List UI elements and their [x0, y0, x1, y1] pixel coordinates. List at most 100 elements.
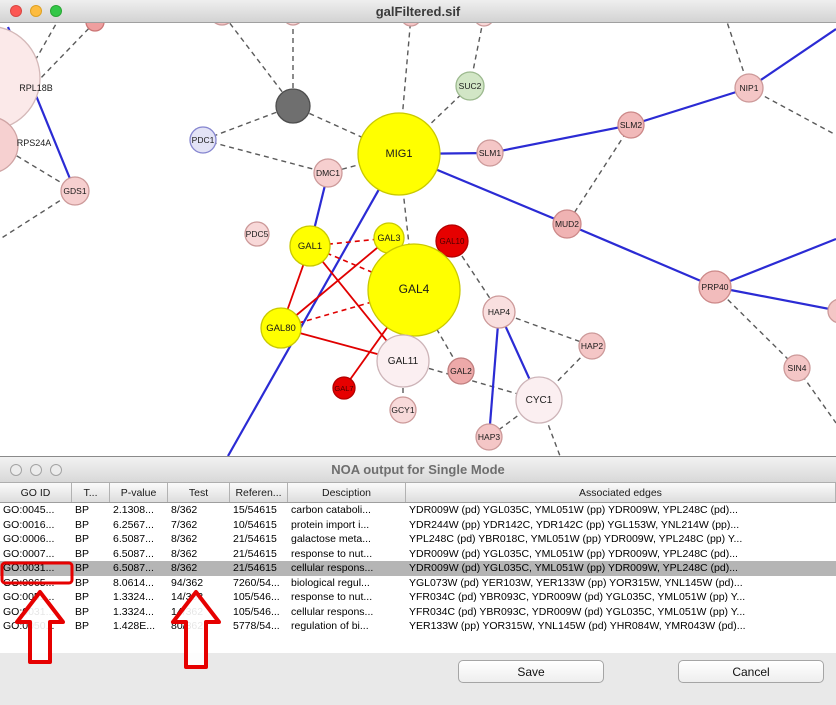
- network-edge: [714, 237, 836, 289]
- cell: cellular respons...: [291, 605, 374, 618]
- node-label: HAP3: [478, 432, 500, 442]
- node-label: GAL1: [298, 241, 322, 252]
- network-node-gal11[interactable]: GAL11: [376, 334, 430, 388]
- cell: YDR244W (pp) YDR142C, YDR142C (pp) YGL15…: [409, 518, 740, 531]
- network-node-top5[interactable]: [474, 23, 494, 27]
- cell: GO:0007...: [3, 547, 55, 560]
- network-node-top1[interactable]: [85, 23, 105, 32]
- column-header-associated-edges[interactable]: Associated edges: [406, 483, 836, 502]
- network-node-top2[interactable]: [210, 23, 234, 26]
- cell: GO:0050...: [3, 620, 55, 633]
- network-node-gal10[interactable]: GAL10: [435, 224, 469, 258]
- network-node-rpl18b[interactable]: RPL18B: [0, 26, 53, 130]
- node-label: SIN4: [788, 363, 807, 373]
- zoom-button-inactive[interactable]: [50, 464, 62, 476]
- network-node-suc2[interactable]: SUC2: [455, 71, 485, 101]
- cell: response to nut...: [291, 591, 373, 604]
- close-button-inactive[interactable]: [10, 464, 22, 476]
- network-node-gcy1[interactable]: GCY1: [389, 396, 417, 424]
- network-node-right1[interactable]: [827, 298, 836, 324]
- cell: 14/362: [171, 591, 204, 604]
- cell: BP: [75, 605, 90, 618]
- cell: BP: [75, 518, 90, 531]
- network-node-hap2[interactable]: HAP2: [578, 332, 606, 360]
- cell: GO:0016...: [3, 518, 55, 531]
- network-edge: [0, 190, 76, 240]
- network-window-titlebar: galFiltered.sif: [0, 0, 836, 23]
- cell: 21/54615: [233, 533, 277, 546]
- network-node-nip1[interactable]: NIP1: [734, 73, 764, 103]
- network-node-gal2[interactable]: GAL2: [447, 357, 475, 385]
- button-bar: Save Cancel: [0, 653, 836, 705]
- network-edge: [489, 123, 632, 155]
- cancel-button[interactable]: Cancel: [678, 660, 824, 683]
- network-edge: [566, 222, 716, 289]
- column-header-t[interactable]: T...: [72, 483, 110, 502]
- minimize-button[interactable]: [30, 5, 42, 17]
- cell: YGL073W (pd) YER103W, YER133W (pp) YOR31…: [409, 576, 743, 589]
- network-node-prp40[interactable]: PRP40: [698, 270, 732, 304]
- network-node-mig1[interactable]: MIG1: [357, 112, 441, 196]
- node-label: GAL80: [266, 323, 296, 334]
- cell: GO:0006...: [3, 533, 55, 546]
- network-node-top3[interactable]: [283, 23, 303, 26]
- cell: 1.3324...: [113, 605, 154, 618]
- cell: 80/362: [171, 620, 204, 633]
- column-header-referen[interactable]: Referen...: [230, 483, 288, 502]
- network-node-gal7[interactable]: GAL7: [332, 376, 356, 400]
- cell: GO:0031...: [3, 605, 55, 618]
- network-node-gal1[interactable]: GAL1: [289, 225, 331, 267]
- network-node-rps24a[interactable]: RPS24A: [0, 117, 51, 173]
- minimize-button-inactive[interactable]: [30, 464, 42, 476]
- cell: biological regul...: [291, 576, 370, 589]
- column-header-test[interactable]: Test: [168, 483, 230, 502]
- network-edge: [398, 85, 471, 155]
- cell: BP: [75, 533, 90, 546]
- cell: 15/54615: [233, 504, 277, 517]
- node-label: RPS24A: [17, 138, 52, 148]
- network-node-gds1[interactable]: GDS1: [60, 176, 90, 206]
- cell: 8/362: [171, 504, 198, 517]
- network-edge: [27, 23, 58, 74]
- network-node-gal4[interactable]: GAL4: [367, 243, 461, 337]
- network-node-dmc1[interactable]: DMC1: [313, 158, 343, 188]
- network-edge: [748, 28, 836, 89]
- network-node-hap3[interactable]: HAP3: [475, 423, 503, 451]
- network-node-top4[interactable]: [401, 23, 421, 27]
- network-node-gal80[interactable]: GAL80: [260, 307, 302, 349]
- network-node-gray1[interactable]: [275, 88, 311, 124]
- cell: 1.3324...: [113, 591, 154, 604]
- network-node-slm1[interactable]: SLM1: [476, 139, 504, 167]
- network-node-cyc1[interactable]: CYC1: [515, 376, 563, 424]
- column-header-go-id[interactable]: GO ID: [0, 483, 72, 502]
- network-node-sin4[interactable]: SIN4: [783, 354, 811, 382]
- cell: YDR009W (pd) YGL035C, YML051W (pp) YDR00…: [409, 562, 738, 575]
- column-header-p-value[interactable]: P-value: [110, 483, 168, 502]
- node-label: MUD2: [555, 219, 579, 229]
- cell: 8/362: [171, 562, 198, 575]
- cell: 7260/54...: [233, 576, 280, 589]
- cell: 10/54615: [233, 518, 277, 531]
- close-button[interactable]: [10, 5, 22, 17]
- network-node-slm2[interactable]: SLM2: [617, 111, 645, 139]
- node-label: CYC1: [526, 395, 553, 406]
- network-node-pdc1[interactable]: PDC1: [189, 126, 217, 154]
- save-button[interactable]: Save: [458, 660, 604, 683]
- network-node-pdc5[interactable]: PDC5: [244, 221, 270, 247]
- network-node-hap4[interactable]: HAP4: [482, 295, 516, 329]
- cell: 105/546...: [233, 605, 280, 618]
- network-node-mud2[interactable]: MUD2: [552, 209, 582, 239]
- zoom-button[interactable]: [50, 5, 62, 17]
- column-header-desciption[interactable]: Desciption: [288, 483, 406, 502]
- node-label: GAL7: [334, 384, 353, 393]
